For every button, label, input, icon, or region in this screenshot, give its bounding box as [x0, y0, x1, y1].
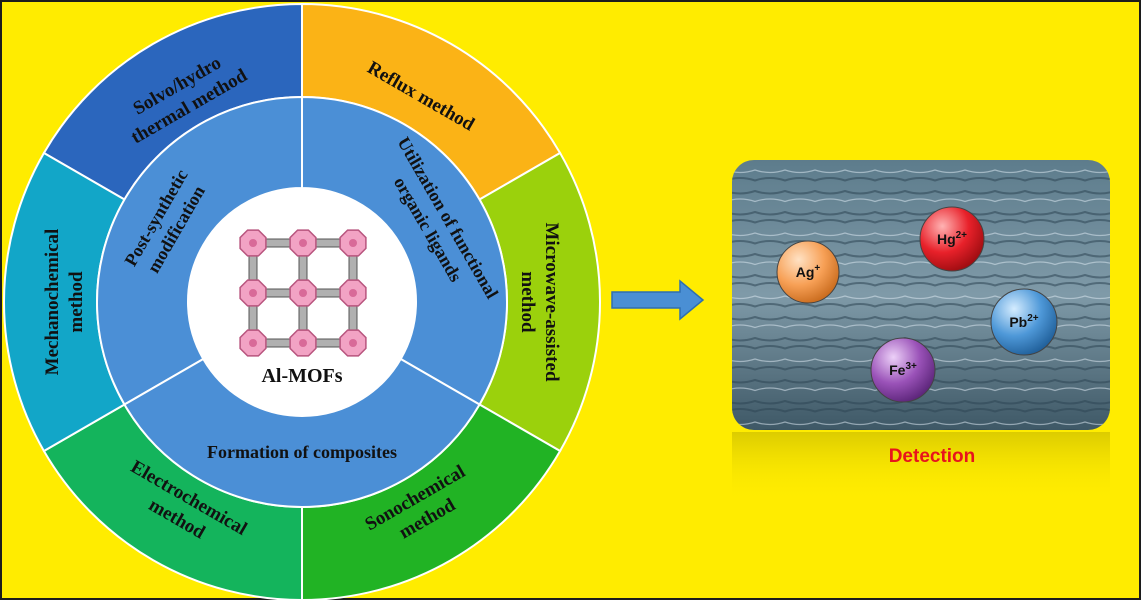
method-ring	[3, 2, 602, 600]
svg-text:Hg2+: Hg2+	[937, 230, 967, 247]
ion-ag: Ag+	[776, 240, 840, 304]
water-image	[732, 160, 1110, 430]
svg-text:Ag+: Ag+	[796, 263, 821, 280]
metal-ions: Ag+ Hg2+ Pb2+ Fe3+	[776, 206, 1058, 403]
detection-label: Detection	[889, 446, 976, 467]
ion-hg: Hg2+	[919, 206, 985, 272]
right-arrow-icon	[611, 279, 705, 321]
ion-pb: Pb2+	[990, 288, 1058, 356]
svg-text:Fe3+: Fe3+	[889, 361, 917, 378]
strategy-label-composites: Formation of composites	[207, 442, 397, 462]
method-label-microwave: Microwave-assistedmethod	[517, 222, 562, 381]
svg-text:Pb2+: Pb2+	[1009, 313, 1038, 330]
mof-structure-image	[239, 229, 367, 357]
center-label: Al-MOFs	[261, 365, 342, 387]
water-reflection	[732, 432, 1110, 502]
ion-fe: Fe3+	[870, 337, 936, 403]
strategy-ring	[96, 95, 508, 508]
